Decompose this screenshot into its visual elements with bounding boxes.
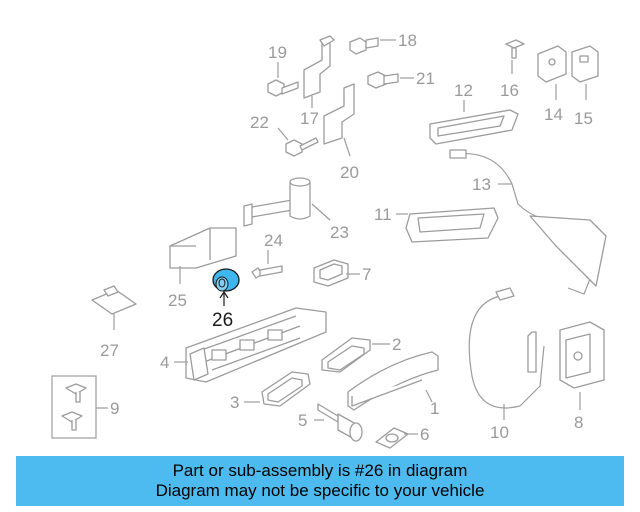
part-20-bracket xyxy=(323,83,355,157)
part-2-gasket xyxy=(321,337,390,373)
part-12-bezel xyxy=(429,100,519,145)
label-20: 20 xyxy=(340,163,359,182)
part-6-seal xyxy=(375,427,418,449)
banner-line-2: Diagram may not be specific to your vehi… xyxy=(155,481,485,500)
part-7-clip xyxy=(313,259,360,287)
part-1-outside-handle xyxy=(347,351,439,411)
part-5-lock-cylinder xyxy=(314,403,363,442)
label-22: 22 xyxy=(250,113,269,132)
label-1: 1 xyxy=(430,399,439,418)
part-4-handle-carrier xyxy=(174,307,327,383)
label-15: 15 xyxy=(574,109,593,128)
part-18-bolt xyxy=(349,37,396,55)
label-23: 23 xyxy=(330,223,349,242)
info-banner: Part or sub-assembly is #26 in diagram D… xyxy=(16,456,624,506)
part-9-clip-kit xyxy=(51,375,108,439)
label-7: 7 xyxy=(362,265,371,284)
label-26: 26 xyxy=(212,310,233,331)
part-11-inside-handle xyxy=(396,207,499,243)
label-18: 18 xyxy=(398,31,417,50)
banner-line-1: Part or sub-assembly is #26 in diagram xyxy=(172,461,468,480)
part-23-check-strap xyxy=(243,177,331,227)
label-24: 24 xyxy=(264,231,283,250)
label-21: 21 xyxy=(416,69,435,88)
label-8: 8 xyxy=(574,413,583,432)
part-21-bolt xyxy=(367,71,414,89)
part-22-bolt xyxy=(277,127,319,157)
label-6: 6 xyxy=(420,425,429,444)
part-26-grommet-highlighted xyxy=(212,268,240,306)
label-11: 11 xyxy=(374,205,392,224)
part-16-screw xyxy=(505,39,525,74)
part-25-cover xyxy=(169,227,237,284)
part-19-bolt xyxy=(267,62,299,97)
label-14: 14 xyxy=(544,105,563,124)
label-9: 9 xyxy=(110,399,119,418)
part-24-pin xyxy=(251,250,283,279)
label-19: 19 xyxy=(268,43,287,62)
part-15-shim xyxy=(571,45,599,100)
label-5: 5 xyxy=(298,411,307,430)
part-3-gasket xyxy=(244,371,311,407)
label-25: 25 xyxy=(168,291,187,310)
label-3: 3 xyxy=(230,393,239,412)
part-17-bracket xyxy=(303,35,335,108)
part-8-latch xyxy=(559,321,605,410)
part-27-clip xyxy=(91,285,137,330)
label-12: 12 xyxy=(454,81,473,100)
label-10: 10 xyxy=(490,423,509,442)
label-27: 27 xyxy=(100,341,119,360)
part-10-cable xyxy=(468,287,545,420)
label-16: 16 xyxy=(500,81,519,100)
label-2: 2 xyxy=(392,335,401,354)
part-14-striker xyxy=(537,45,567,100)
label-13: 13 xyxy=(472,175,491,194)
part-13-cable xyxy=(449,149,607,295)
label-4: 4 xyxy=(160,353,169,372)
label-17: 17 xyxy=(300,109,319,128)
